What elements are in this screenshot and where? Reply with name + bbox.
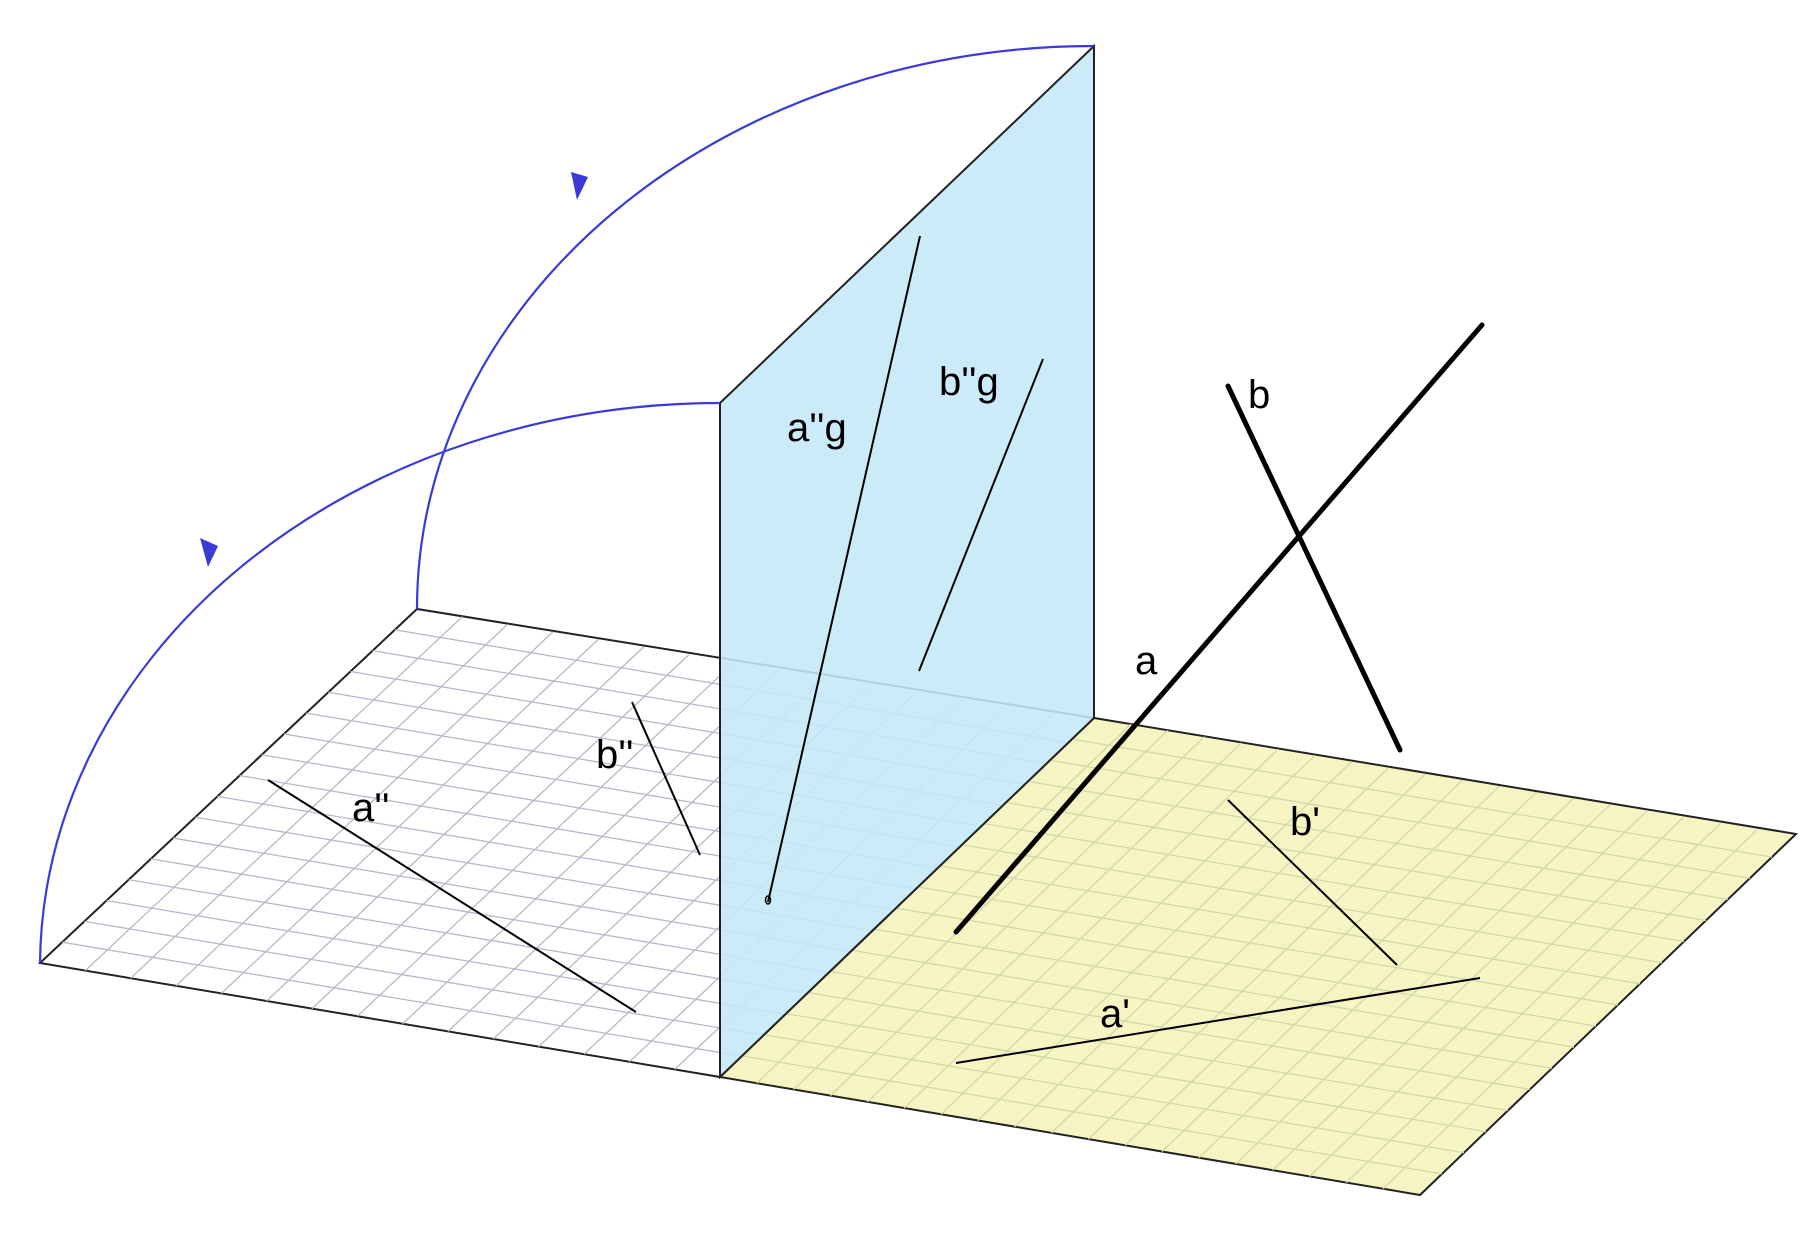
grid-line (793, 729, 1169, 1090)
grid-line (356, 661, 735, 1017)
rotation-arc-inner (415, 44, 1095, 610)
grid-line (983, 822, 1685, 943)
grid-line (917, 886, 1619, 1006)
grid-line (1014, 767, 1390, 1128)
grid-line (150, 858, 831, 974)
grid-line (1049, 759, 1751, 879)
right-plane-grid (741, 723, 1773, 1190)
rotation-arc-outer (38, 401, 721, 964)
grid-line (830, 736, 1205, 1097)
grid-line (741, 1055, 1443, 1175)
grid-line (84, 616, 463, 972)
grid-line (1382, 829, 1758, 1190)
grid-line (903, 748, 1279, 1109)
label-b: b (1248, 373, 1270, 417)
grid-line (130, 623, 509, 979)
label-b-prime: b' (1290, 800, 1320, 844)
grid-line (785, 1013, 1487, 1133)
line-a-prime (955, 977, 1481, 1064)
grid-line (961, 844, 1663, 964)
grid-line (1235, 804, 1611, 1165)
grid-line (939, 865, 1641, 985)
line-b-double-prime (631, 701, 701, 856)
grid-line (402, 669, 781, 1025)
grid-line (220, 638, 599, 994)
grid-line (84, 920, 765, 1036)
label-a-prime: a' (1100, 992, 1130, 1036)
line-a-double-prime-g-end (764, 895, 772, 905)
grid-line (128, 879, 809, 995)
grid-line (1345, 823, 1721, 1184)
grid-line (62, 941, 743, 1057)
line-a-double-prime-g (767, 235, 921, 903)
grid-line (756, 723, 1132, 1084)
arrowhead-icon (571, 172, 588, 200)
label-a-double-prime-g: a''g (787, 406, 847, 450)
label-b-double-prime: b'' (596, 733, 634, 777)
grid-line (175, 631, 554, 987)
grid-line (1161, 792, 1537, 1152)
line-a-double-prime (267, 779, 637, 1013)
grid-line (1198, 798, 1574, 1159)
grid-line (807, 991, 1509, 1112)
grid-line (1005, 801, 1707, 922)
grid-line (1027, 780, 1729, 900)
grid-line (1124, 785, 1500, 1146)
line-b-prime (1227, 799, 1398, 966)
grid-line (866, 742, 1242, 1103)
grid-line (1087, 779, 1463, 1140)
line-b (1225, 383, 1403, 753)
grid-line (1309, 816, 1684, 1177)
arrowhead-icon (200, 538, 218, 567)
line-b-double-prime-g (918, 358, 1044, 672)
line-a (953, 322, 1485, 935)
grid-line (106, 899, 787, 1016)
label-a: a (1135, 639, 1158, 683)
grid-line (311, 654, 690, 1010)
grid-line (1071, 738, 1773, 858)
label-b-double-prime-g: b''g (939, 360, 999, 404)
grid-line (763, 1034, 1465, 1154)
profile-plane (719, 43, 1095, 1080)
grid-line (851, 949, 1553, 1069)
grid-line (977, 761, 1353, 1121)
grid-line (1051, 773, 1427, 1134)
grid-line (873, 928, 1575, 1048)
label-a-double-prime: a'' (352, 786, 390, 830)
grid-line (266, 646, 645, 1002)
grid-line (895, 907, 1597, 1027)
grid-line (1272, 810, 1648, 1171)
grid-line (829, 970, 1531, 1091)
